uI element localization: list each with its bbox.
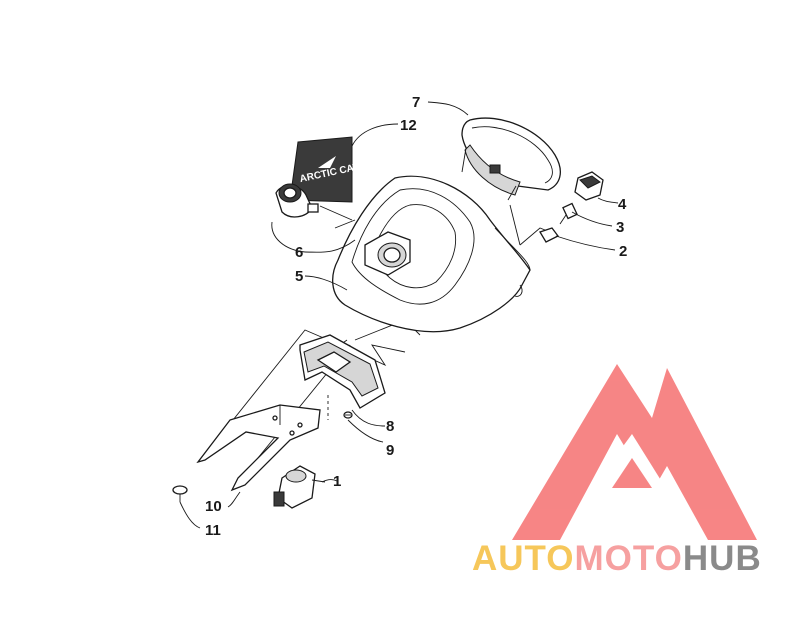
watermark-text: AUTOMOTOHUB	[472, 539, 762, 578]
part-socket	[275, 183, 319, 218]
part-bracket	[299, 334, 386, 409]
part-nut	[539, 227, 559, 243]
callout-3: 3	[616, 219, 624, 236]
callout-5: 5	[295, 268, 303, 285]
part-gauge	[461, 117, 561, 201]
watermark-logo	[512, 364, 757, 540]
part-rivet	[172, 485, 188, 502]
part-console-housing	[332, 175, 531, 333]
callout-2: 2	[619, 243, 627, 260]
callout-10: 10	[205, 498, 222, 515]
callout-12: 12	[400, 117, 417, 134]
callout-4: 4	[618, 196, 627, 213]
callout-7: 7	[412, 94, 420, 111]
callout-labels: 1 2 3 4 5 6 7 8 9 10 11 12	[205, 94, 627, 539]
callout-6: 6	[295, 244, 303, 261]
callout-8: 8	[386, 418, 394, 435]
part-decal: ARCTIC CAT	[289, 136, 360, 203]
watermark-triangle-core	[612, 458, 652, 488]
watermark-text-moto: MOTO	[575, 539, 683, 578]
callout-11: 11	[205, 522, 221, 539]
callout-1: 1	[333, 473, 341, 490]
callout-9: 9	[386, 442, 394, 459]
part-screw	[343, 411, 353, 419]
part-mounting-plate	[196, 404, 321, 492]
part-outlet	[364, 231, 411, 276]
part-key-cap	[574, 171, 604, 201]
callout-leaders	[179, 101, 619, 529]
watermark-text-hub: HUB	[683, 539, 762, 578]
part-switch	[273, 465, 326, 509]
part-key	[559, 202, 578, 225]
watermark-text-auto: AUTO	[472, 539, 575, 578]
